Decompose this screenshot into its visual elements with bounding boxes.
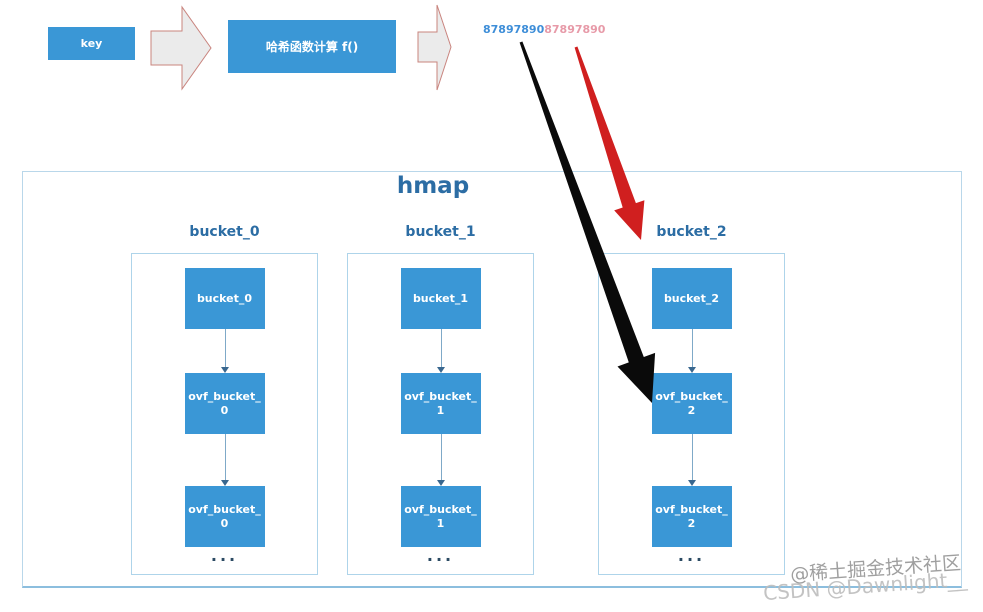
ovf-bucket-label-line1: ovf_bucket_ (404, 389, 477, 403)
ovf-bucket-node: ovf_bucket_ 0 (184, 486, 265, 547)
down-arrow-connector (221, 434, 229, 486)
ovf-bucket-label-line2: 2 (687, 403, 696, 417)
bucket-column-0: bucket_0 bucket_0 ovf_bucket_ 0 ovf_buck… (131, 221, 318, 575)
ovf-bucket-label-line1: ovf_bucket_ (655, 389, 728, 403)
down-arrow-connector (221, 329, 229, 373)
bucket-head-node: bucket_0 (184, 268, 265, 329)
bucket-column-2: bucket_2 bucket_2 ovf_bucket_ 2 ovf_buck… (598, 221, 785, 575)
down-arrow-connector (437, 329, 445, 373)
ovf-bucket-node: ovf_bucket_ 0 (184, 373, 265, 434)
bucket-column-frame: bucket_0 ovf_bucket_ 0 ovf_bucket_ 0 ... (131, 253, 318, 575)
bucket-column-label: bucket_0 (189, 224, 260, 240)
hash-result-value: 8789789087897890 (483, 23, 605, 36)
bucket-column-label: bucket_2 (656, 224, 727, 240)
hash-function-label: 哈希函数计算 f() (265, 40, 359, 54)
bucket-column-frame: bucket_2 ovf_bucket_ 2 ovf_bucket_ 2 ... (598, 253, 785, 575)
ovf-bucket-label-line1: ovf_bucket_ (655, 502, 728, 516)
ovf-bucket-node: ovf_bucket_ 1 (400, 373, 481, 434)
bucket-head-label: bucket_2 (663, 291, 720, 305)
ovf-bucket-node: ovf_bucket_ 2 (651, 486, 732, 547)
key-label: key (80, 37, 103, 50)
bucket-column-frame: bucket_1 ovf_bucket_ 1 ovf_bucket_ 1 ... (347, 253, 534, 575)
down-arrow-connector (688, 329, 696, 373)
more-buckets-ellipsis: ... (426, 546, 455, 565)
bucket-head-label: bucket_0 (196, 291, 253, 305)
ovf-bucket-node: ovf_bucket_ 2 (651, 373, 732, 434)
down-arrow-connector (688, 434, 696, 486)
more-buckets-ellipsis: ... (677, 546, 706, 565)
bucket-column-1: bucket_1 bucket_1 ovf_bucket_ 1 ovf_buck… (347, 221, 534, 575)
key-box: key (48, 27, 135, 60)
hash-value-blue: 87897890 (483, 23, 545, 36)
ovf-bucket-label-line2: 0 (220, 516, 229, 530)
bucket-head-node: bucket_1 (400, 268, 481, 329)
ovf-bucket-label-line2: 0 (220, 403, 229, 417)
bucket-column-label: bucket_1 (405, 224, 476, 240)
ovf-bucket-label-line1: ovf_bucket_ (188, 389, 261, 403)
bucket-head-node: bucket_2 (651, 268, 732, 329)
down-arrow-connector (437, 434, 445, 486)
ovf-bucket-label-line2: 2 (687, 516, 696, 530)
hmap-container: hmap (22, 171, 962, 588)
right-arrow-icon (417, 4, 452, 91)
more-buckets-ellipsis: ... (210, 546, 239, 565)
ovf-bucket-node: ovf_bucket_ 1 (400, 486, 481, 547)
ovf-bucket-label-line2: 1 (436, 403, 445, 417)
bucket-head-label: bucket_1 (412, 291, 469, 305)
hash-function-box: 哈希函数计算 f() (228, 20, 396, 73)
ovf-bucket-label-line1: ovf_bucket_ (188, 502, 261, 516)
ovf-bucket-label-line2: 1 (436, 516, 445, 530)
right-arrow-icon (150, 5, 212, 91)
hmap-title: hmap (396, 173, 470, 199)
ovf-bucket-label-line1: ovf_bucket_ (404, 502, 477, 516)
hash-value-pink: 87897890 (544, 23, 606, 36)
